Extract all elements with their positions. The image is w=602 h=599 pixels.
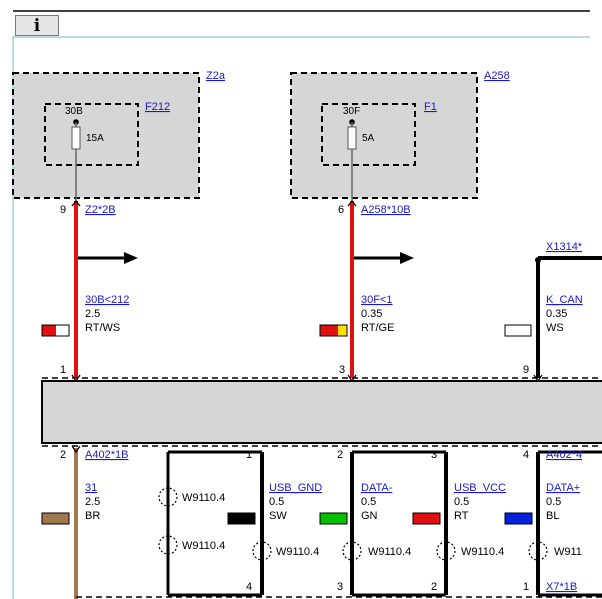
signal-30b-212[interactable]: 30B<212 [85, 294, 129, 306]
color-code-bl: BL [546, 510, 559, 522]
shield-marker [158, 535, 178, 555]
module-z2a[interactable] [12, 72, 200, 199]
gauge-30f: 0.35 [361, 308, 382, 320]
swatch-rt [320, 325, 338, 336]
swatch-rt [42, 325, 56, 336]
swatch-rt-ws-border [41, 324, 70, 337]
pin-1: 1 [246, 449, 252, 461]
signal-usb-gnd[interactable]: USB_GND [269, 482, 322, 494]
fuse-f1-label[interactable]: F1 [424, 101, 437, 113]
color-code-rt: RT [454, 510, 469, 522]
wire-harness-ref[interactable]: W9110.4 [461, 546, 504, 558]
swatch-ws [504, 324, 532, 337]
color-code-ws: WS [546, 322, 564, 334]
wire-harness-ref[interactable]: W9110.4 [182, 492, 225, 504]
gauge-data-plus: 0.5 [546, 496, 561, 508]
pin-1: 1 [523, 581, 529, 593]
module-z2a-label[interactable]: Z2a [206, 70, 226, 82]
pin-2: 2 [431, 581, 437, 593]
signal-data-minus[interactable]: DATA- [361, 482, 393, 494]
signal-31[interactable]: 31 [85, 482, 97, 494]
gauge-usb-vcc: 0.5 [454, 496, 469, 508]
swatch-rt-ge-border [319, 324, 348, 337]
gauge-data-minus: 0.5 [361, 496, 376, 508]
fuse-box-f212 [44, 103, 139, 166]
info-icon: i [33, 15, 41, 36]
pin-6: 6 [338, 204, 344, 216]
swatch-rt [412, 512, 441, 525]
swatch-bl [504, 512, 533, 525]
gauge-31: 2.5 [85, 496, 100, 508]
gauge-30b: 2.5 [85, 308, 100, 320]
signal-30f-1[interactable]: 30F<1 [361, 294, 393, 306]
shield-marker [158, 487, 178, 507]
fuse-f212-icon [71, 126, 81, 150]
pin-3: 3 [337, 581, 343, 593]
pin-4: 4 [523, 449, 529, 461]
signal-data-plus[interactable]: DATA+ [546, 482, 580, 494]
wire-harness-ref[interactable]: W9110.4 [182, 540, 225, 552]
color-code-br: BR [85, 510, 100, 522]
fuse-box-f1 [321, 103, 416, 166]
connector-z2-2b[interactable]: Z2*2B [85, 204, 116, 216]
signal-k-can[interactable]: K_CAN [546, 294, 583, 306]
color-code-sw: SW [269, 510, 287, 522]
connector-x7-1b[interactable]: X7*1B [546, 581, 577, 593]
module-a258[interactable] [290, 72, 478, 199]
pin-2: 2 [60, 449, 66, 461]
pin-1: 1 [60, 364, 66, 376]
swatch-br [41, 512, 70, 525]
swatch-sw [227, 512, 256, 525]
shield-marker [436, 541, 456, 561]
fuse-f212-terminal: 30B [65, 106, 83, 117]
wire-harness-ref[interactable]: W911 [554, 546, 582, 558]
pin-tick [71, 445, 81, 454]
fuse-f1-terminal: 30F [343, 106, 360, 117]
fuse-f212-label[interactable]: F212 [145, 101, 170, 113]
arrow-right-icon [400, 252, 414, 264]
shield-marker [528, 541, 548, 561]
connector-a402-1b[interactable]: A402*1B [85, 449, 128, 461]
connector-a402-4[interactable]: A402*4 [546, 449, 582, 461]
fuse-f212-rating: 15A [86, 133, 104, 144]
signal-usb-vcc[interactable]: USB_VCC [454, 482, 506, 494]
swatch-ge [338, 325, 347, 336]
color-code-gn: GN [361, 510, 378, 522]
wire-harness-ref[interactable]: W9110.4 [368, 546, 411, 558]
wire-harness-ref[interactable]: W9110.4 [276, 546, 319, 558]
pin-3: 3 [431, 449, 437, 461]
shield-marker [252, 541, 272, 561]
pin-9: 9 [60, 204, 66, 216]
pin-9: 9 [523, 364, 529, 376]
pin-tick-top-1 [71, 200, 81, 207]
arrow-right-icon [124, 252, 138, 264]
color-code-rt-ws: RT/WS [85, 322, 120, 334]
connector-x1314-label[interactable]: X1314* [546, 241, 583, 253]
module-a258-label[interactable]: A258 [484, 70, 510, 82]
swatch-ws [56, 325, 69, 336]
info-button[interactable]: i [15, 15, 59, 36]
connector-a258-10b[interactable]: A258*10B [361, 204, 411, 216]
pin-2: 2 [337, 449, 343, 461]
shield-marker [342, 541, 362, 561]
pin-3: 3 [339, 364, 345, 376]
pin-tick-top-2 [347, 200, 357, 207]
pin-4: 4 [246, 581, 252, 593]
module-a402[interactable] [41, 380, 602, 444]
gauge-k-can: 0.35 [546, 308, 567, 320]
fuse-f1-icon [347, 126, 357, 150]
swatch-gn [319, 512, 348, 525]
gauge-usb-gnd: 0.5 [269, 496, 284, 508]
fuse-f1-rating: 5A [362, 133, 375, 144]
color-code-rt-ge: RT/GE [361, 322, 394, 334]
